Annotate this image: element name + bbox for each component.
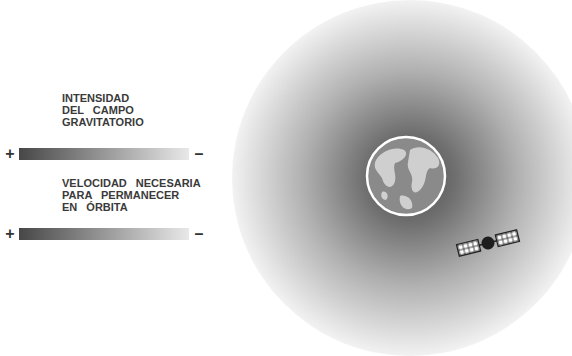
legend-entry: VELOCIDAD NECESARIA PARA PERMANECER EN Ó… bbox=[62, 177, 202, 213]
gradient-bar bbox=[19, 148, 189, 160]
scale-sign: + bbox=[3, 146, 17, 162]
satellite bbox=[456, 229, 519, 257]
legend-label: VELOCIDAD NECESARIA PARA PERMANECER EN Ó… bbox=[62, 177, 202, 213]
gradient-bar bbox=[19, 228, 189, 240]
scale-sign: – bbox=[192, 146, 206, 162]
legend-entry: INTENSIDAD DEL CAMPO GRAVITATORIO bbox=[62, 92, 154, 128]
scale-sign: + bbox=[3, 226, 17, 242]
gravity-field bbox=[232, 0, 572, 356]
legend-label: INTENSIDAD DEL CAMPO GRAVITATORIO bbox=[62, 92, 154, 128]
scale-sign: – bbox=[192, 226, 206, 242]
earth bbox=[367, 137, 445, 215]
